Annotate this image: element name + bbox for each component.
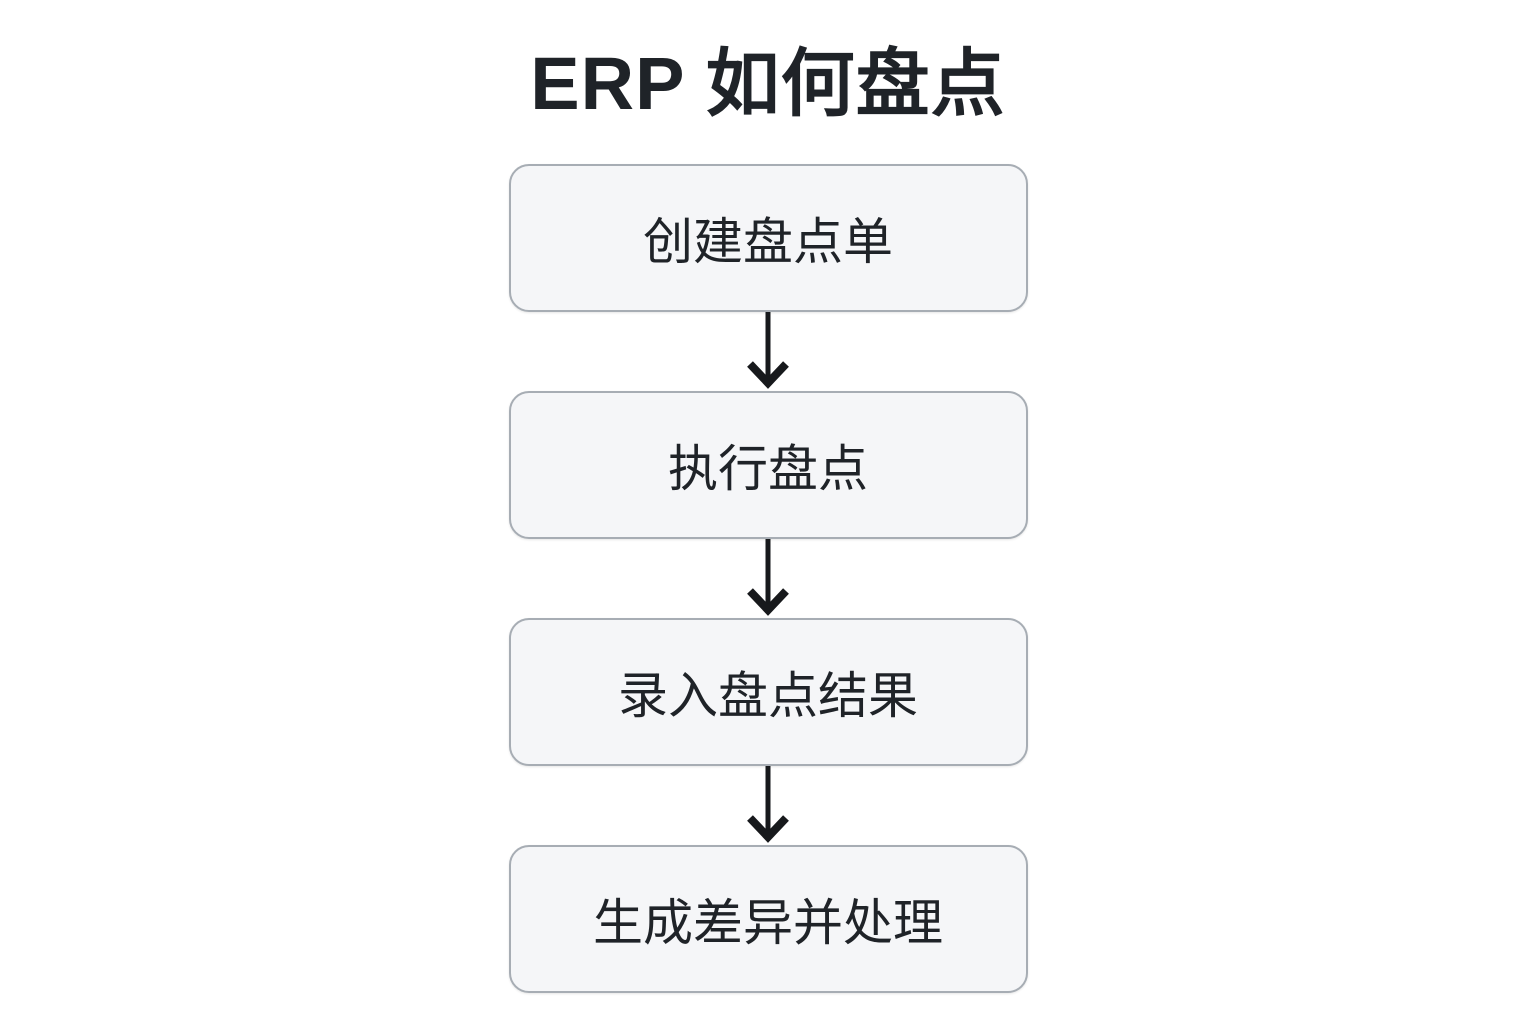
flow-node-execute-count: 执行盘点 bbox=[508, 391, 1028, 539]
flow-node-create-count-sheet: 创建盘点单 bbox=[508, 164, 1028, 312]
flowchart: 创建盘点单 执行盘点 录入盘点结果 生成差异并处理 bbox=[508, 164, 1028, 993]
arrow-down-icon bbox=[738, 766, 798, 845]
flow-node-generate-and-handle-differences: 生成差异并处理 bbox=[508, 845, 1028, 993]
flow-node-enter-count-results: 录入盘点结果 bbox=[508, 618, 1028, 766]
diagram-title: ERP 如何盘点 bbox=[530, 41, 1006, 125]
arrow-down-icon bbox=[738, 312, 798, 391]
arrow-down-icon bbox=[738, 539, 798, 618]
